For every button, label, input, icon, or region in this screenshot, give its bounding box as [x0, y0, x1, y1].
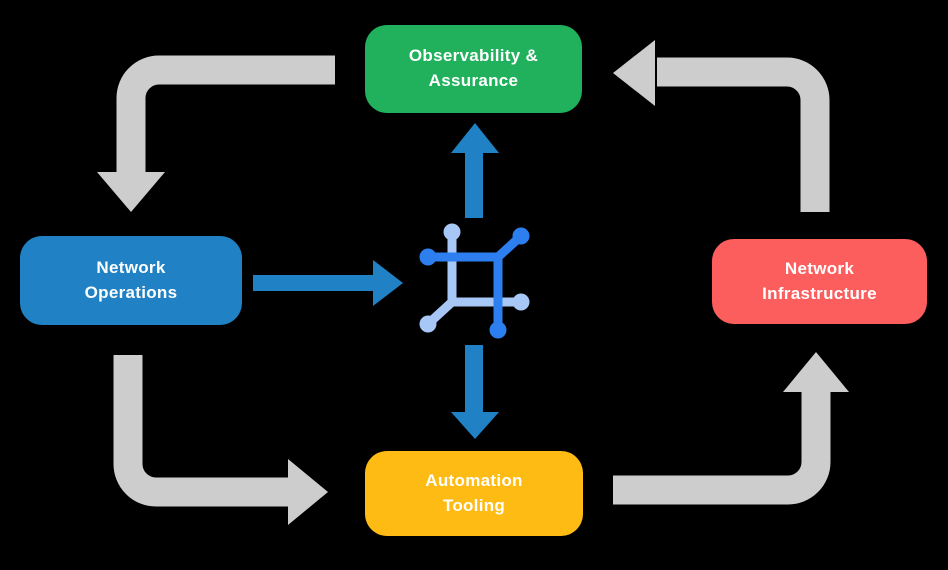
node-network-infrastructure: Network Infrastructure — [712, 239, 927, 324]
cycle-arrow-infrastructure-to-observability — [613, 40, 830, 212]
node-label-line: Tooling — [442, 495, 506, 515]
icon-light-node-right — [512, 293, 530, 311]
node-label-line: Observability & — [408, 46, 539, 66]
cycle-arrow-tooling-to-infrastructure — [613, 352, 849, 505]
node-label-line: Assurance — [428, 71, 519, 90]
node-network-operations: Network Operations — [20, 236, 242, 325]
cycle-arrow-operations-to-tooling — [113, 355, 328, 525]
node-label-line: Infrastructure — [762, 283, 877, 303]
icon-dark-node-bottom — [489, 321, 507, 339]
icon-dark-node-top-right — [512, 227, 530, 245]
node-observability-assurance: Observability & Assurance — [365, 25, 582, 113]
flow-arrow-operations-to-platform — [253, 260, 403, 306]
node-label-line: Network — [784, 258, 855, 278]
network-nodes-icon — [419, 223, 530, 339]
icon-light-node-top — [443, 223, 461, 241]
node-label-line: Network — [96, 257, 166, 277]
icon-dark-node-left — [419, 248, 437, 266]
flow-arrow-platform-to-tooling — [451, 345, 499, 439]
flow-arrow-platform-to-observability — [451, 123, 499, 218]
node-label-line: Automation — [425, 470, 523, 490]
node-automation-tooling: Automation Tooling — [365, 451, 583, 536]
icon-light-node-bottom-left — [419, 315, 437, 333]
node-label-line: Operations — [84, 282, 178, 302]
cycle-arrow-observability-to-operations — [97, 55, 335, 212]
